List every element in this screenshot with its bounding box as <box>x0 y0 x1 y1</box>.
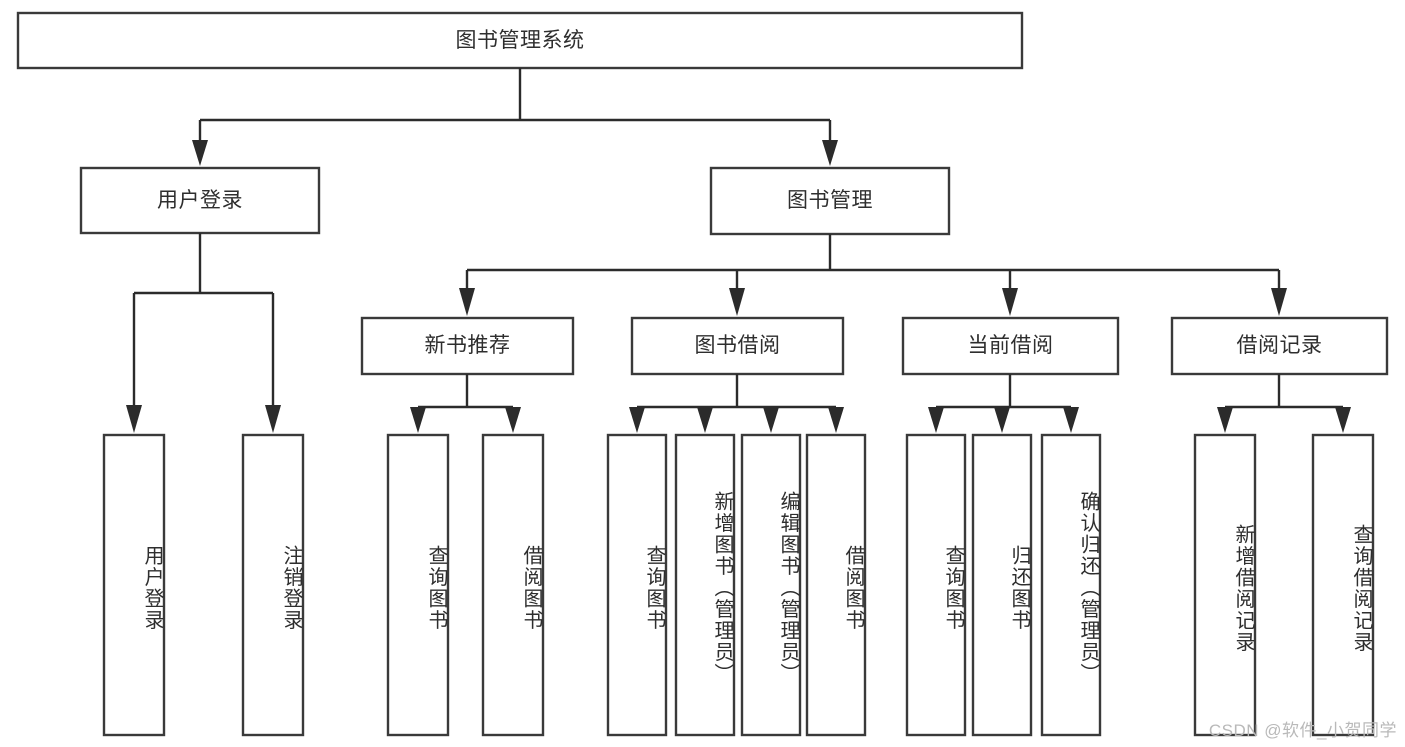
node-box-leaf-borrow-book-2[interactable] <box>805 433 867 737</box>
arrow-to-leaf-add-record <box>1217 407 1233 433</box>
arrow-to-leaf-user-login <box>126 405 142 433</box>
arrow-to-book-borrow <box>729 288 745 316</box>
node-box-leaf-user-login[interactable] <box>102 433 166 737</box>
connectors-layer <box>126 68 1351 433</box>
node-box-leaf-return-book[interactable] <box>971 433 1033 737</box>
arrow-to-leaf-query-book-2 <box>629 407 645 433</box>
node-box-leaf-query-book-1[interactable] <box>386 433 450 737</box>
node-box-leaf-confirm-return[interactable] <box>1040 433 1102 737</box>
arrow-to-leaf-query-book-3 <box>928 407 944 433</box>
node-box-leaf-add-book[interactable] <box>674 433 736 737</box>
arrow-to-leaf-add-book <box>697 407 713 433</box>
node-box-book-management[interactable] <box>709 166 951 236</box>
arrow-to-new-book-recommend <box>459 288 475 316</box>
arrow-to-leaf-logout <box>265 405 281 433</box>
node-boxes-layer <box>16 11 1389 737</box>
node-box-leaf-query-book-3[interactable] <box>905 433 967 737</box>
arrow-to-leaf-query-book-1 <box>410 407 426 433</box>
arrow-to-user-login <box>192 140 208 166</box>
node-box-leaf-borrow-book-1[interactable] <box>481 433 545 737</box>
node-box-leaf-logout[interactable] <box>241 433 305 737</box>
watermark-text: CSDN @软件_小贺同学 <box>1208 721 1397 740</box>
arrow-to-leaf-confirm-return <box>1063 407 1079 433</box>
node-box-book-borrow[interactable] <box>630 316 845 376</box>
node-box-new-book-recommend[interactable] <box>360 316 575 376</box>
arrow-to-borrow-record <box>1271 288 1287 316</box>
node-box-user-login[interactable] <box>79 166 321 235</box>
arrow-to-book-management <box>822 140 838 166</box>
node-box-leaf-query-book-2[interactable] <box>606 433 668 737</box>
node-box-borrow-record[interactable] <box>1170 316 1389 376</box>
arrow-to-leaf-borrow-book-1 <box>505 407 521 433</box>
node-box-current-borrow[interactable] <box>901 316 1120 376</box>
node-box-leaf-add-record[interactable] <box>1193 433 1257 737</box>
node-box-leaf-edit-book[interactable] <box>740 433 802 737</box>
node-box-leaf-query-record[interactable] <box>1311 433 1375 737</box>
arrow-to-leaf-edit-book <box>763 407 779 433</box>
arrow-to-leaf-borrow-book-2 <box>828 407 844 433</box>
node-box-root[interactable] <box>16 11 1024 70</box>
arrow-to-leaf-query-record <box>1335 407 1351 433</box>
arrow-to-current-borrow <box>1002 288 1018 316</box>
arrow-to-leaf-return-book <box>994 407 1010 433</box>
